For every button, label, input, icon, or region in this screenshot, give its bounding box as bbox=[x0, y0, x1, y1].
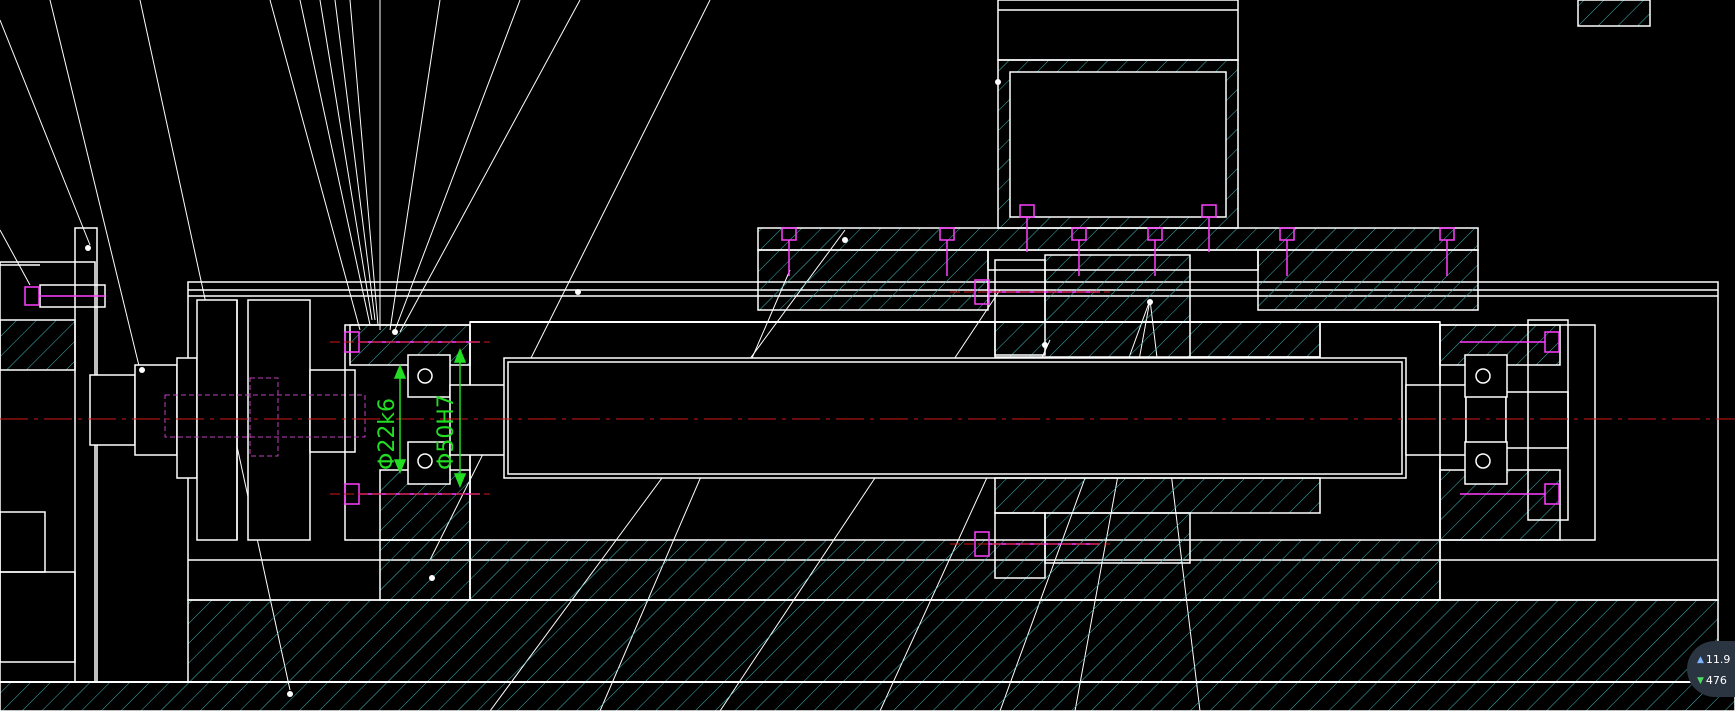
arrow-up-icon: ▲ bbox=[1697, 654, 1704, 665]
left-bearing-housing bbox=[344, 324, 471, 601]
dimension-annotations: Φ22k6 Φ50H7 bbox=[375, 348, 467, 488]
leader-dots bbox=[85, 79, 1153, 697]
left-bracket bbox=[0, 227, 106, 683]
coupling-assembly bbox=[89, 299, 356, 541]
main-shaft bbox=[449, 357, 1569, 479]
dimension-label-shaft: Φ22k6 bbox=[375, 398, 400, 470]
top-slide-plate bbox=[757, 0, 1651, 311]
upload-value: 11.9 bbox=[1705, 653, 1731, 666]
right-bearing-housing bbox=[1439, 319, 1596, 541]
carriage-block bbox=[994, 254, 1321, 579]
upload-speed: ▲ 11.9 bbox=[1697, 653, 1730, 666]
bolt-centerlines bbox=[330, 291, 1110, 545]
hidden-lines bbox=[164, 377, 366, 457]
arrow-down-icon: ▼ bbox=[1697, 675, 1704, 686]
base-plate bbox=[0, 599, 1735, 711]
download-speed: ▼ 476 bbox=[1697, 674, 1727, 687]
download-value: 476 bbox=[1705, 674, 1727, 687]
dimension-label-bore: Φ50H7 bbox=[434, 394, 459, 470]
network-speed-widget[interactable]: ▲ 11.9 ▼ 476 bbox=[1687, 641, 1735, 697]
